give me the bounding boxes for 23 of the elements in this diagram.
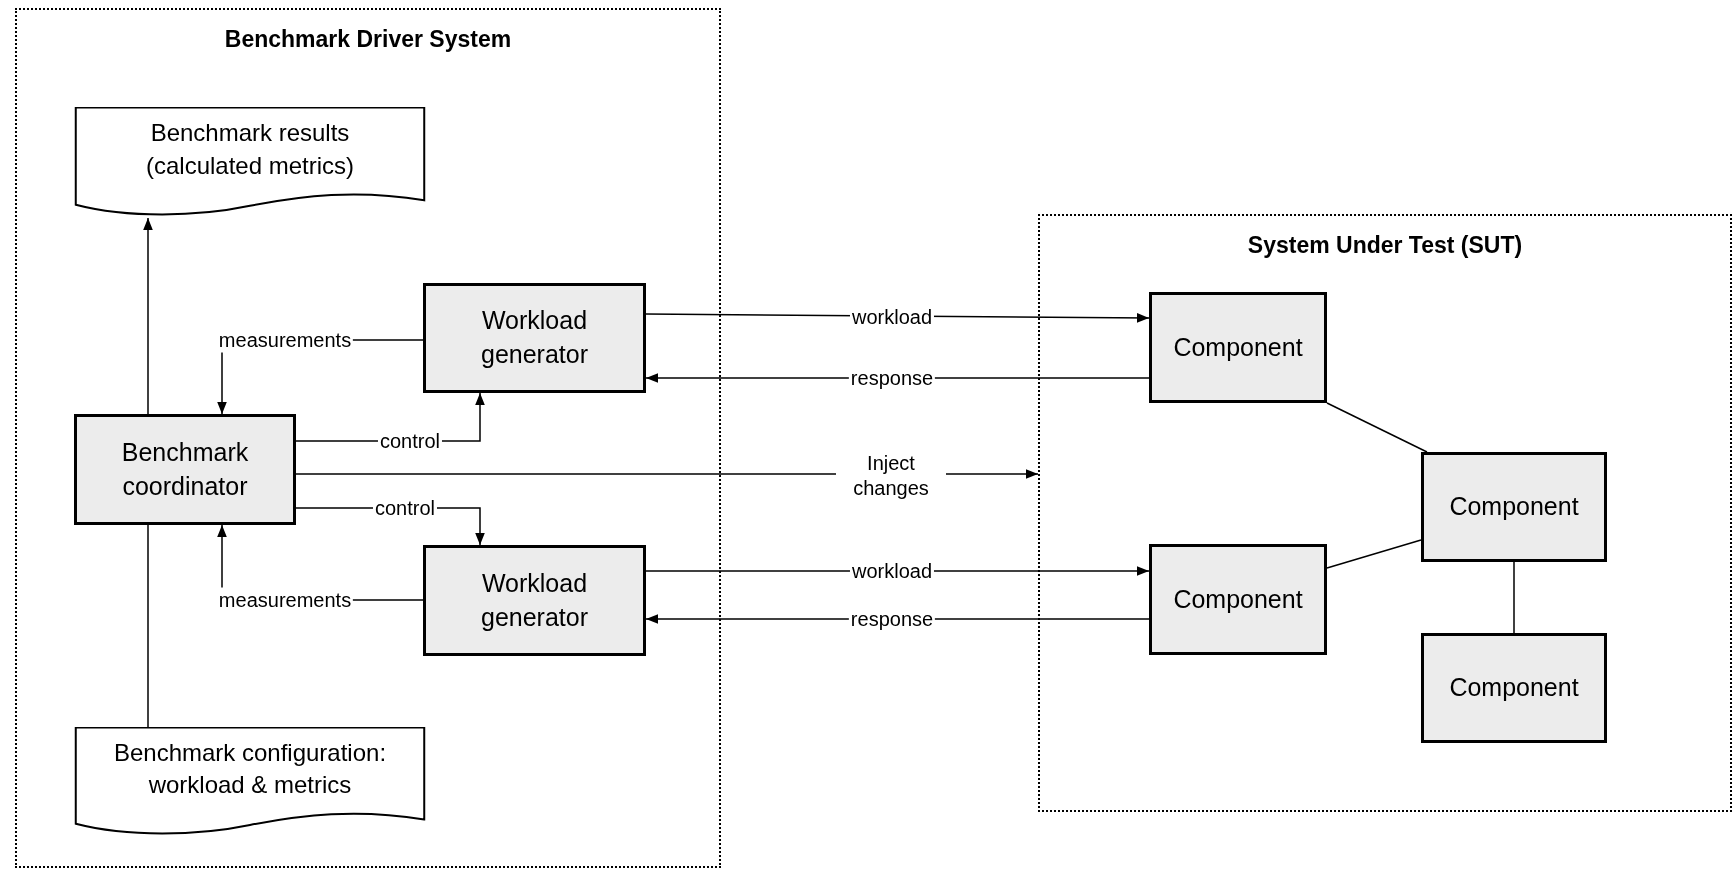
node-label: Component [1173,331,1303,363]
document-shape [74,727,426,837]
node-label: Component [1173,583,1303,615]
process-box [1149,544,1327,655]
node-label: Benchmark coordinator [120,436,250,502]
group-title: System Under Test (SUT) [1247,232,1523,259]
node-label: Workload generator [480,305,589,370]
process-box [423,545,646,656]
process-box [74,414,296,525]
system-boundary [1038,214,1732,812]
system-boundary [15,8,721,868]
process-box [423,283,646,393]
node-label: Component [1449,491,1579,523]
arrow [143,217,153,415]
node-label: Benchmark results (calculated metrics) [144,118,356,181]
node-label: Component [1449,672,1579,704]
node-label: Benchmark configuration: workload & metrics [112,737,388,800]
process-box [1421,633,1607,743]
node-label: Workload generator [480,567,589,633]
document-shape [74,107,426,218]
process-box [1149,292,1327,403]
group-title: Benchmark Driver System [224,26,512,53]
process-box [1421,452,1607,562]
